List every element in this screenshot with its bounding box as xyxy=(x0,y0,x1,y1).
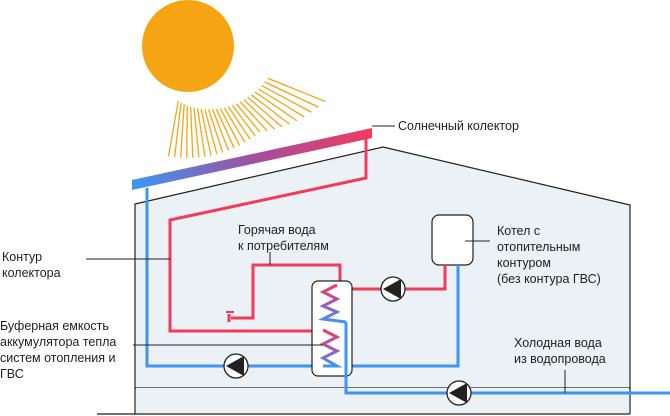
collector-loop-label: Контур колектора xyxy=(2,250,61,280)
sun-ray xyxy=(193,107,200,158)
collector-cold-pipe xyxy=(145,188,328,368)
sun-ray xyxy=(200,108,212,156)
leader-lines xyxy=(86,125,566,393)
sun-ray xyxy=(247,96,283,128)
sun-icon xyxy=(142,0,234,92)
buffer-tank-label: Буферная емкость аккумулятора тепла сист… xyxy=(0,319,117,381)
pump-icon xyxy=(380,276,406,302)
sun-ray xyxy=(186,105,188,159)
boiler-label: Котел с отопительным контуром (без конту… xyxy=(497,224,601,286)
sun-rays xyxy=(167,77,326,159)
cold-water-label: Холодная вода из водопровода xyxy=(514,336,606,366)
pump-icon xyxy=(446,380,472,406)
boiler-box xyxy=(431,214,474,266)
solar-collector-label: Солнечный колектор xyxy=(398,119,519,133)
solar-collector-panel xyxy=(132,128,372,190)
sun-ray xyxy=(254,91,298,122)
sun-ray xyxy=(180,104,185,158)
boiler-cold-pipe xyxy=(352,265,460,368)
sun-ray xyxy=(211,109,230,151)
sun-ray xyxy=(239,101,268,132)
hot-water-label: Горячая вода к потребителям xyxy=(238,223,329,253)
upper-coil xyxy=(317,283,347,324)
sun-ray xyxy=(243,99,276,130)
lower-coil xyxy=(319,328,343,368)
sun-ray xyxy=(223,107,246,143)
sun-ray xyxy=(208,109,224,153)
sun-ray xyxy=(219,108,241,146)
sun-ray xyxy=(196,108,206,157)
sun-ray xyxy=(167,101,179,157)
sun-ray xyxy=(235,103,261,133)
buffer-tank xyxy=(311,280,353,377)
collector-hot-pipe xyxy=(168,136,368,333)
sun-ray xyxy=(261,84,312,113)
sun-ray xyxy=(173,102,182,158)
pump-icon xyxy=(223,353,249,379)
sun-ray xyxy=(227,106,251,140)
sun-ray xyxy=(264,81,319,108)
house-outline xyxy=(134,146,631,389)
sun-ray xyxy=(258,88,305,118)
sun-ray xyxy=(189,106,194,158)
sun-ray xyxy=(231,104,256,137)
sun-ray xyxy=(204,109,218,155)
cold-water-pipe xyxy=(344,322,670,395)
sun-ray xyxy=(250,94,290,125)
sun-ray xyxy=(267,77,326,103)
sun-ray xyxy=(215,108,235,149)
